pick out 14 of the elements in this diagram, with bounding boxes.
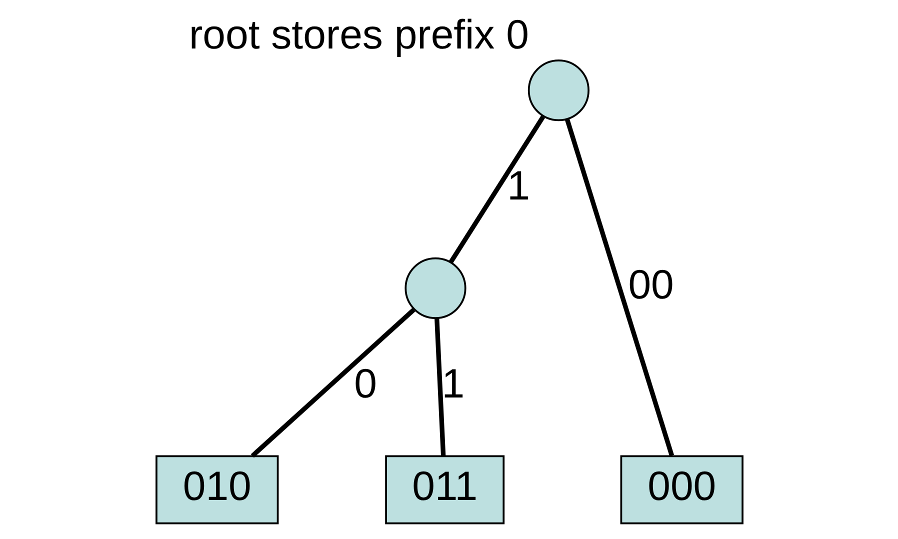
- node-box: 011: [384, 455, 504, 524]
- node-circle: [527, 60, 589, 122]
- connector: [250, 308, 415, 458]
- node-box: 010: [155, 455, 278, 524]
- connector: [564, 118, 674, 456]
- node-circle: [404, 257, 466, 319]
- node-label: root stores prefix 0: [188, 12, 528, 58]
- connector: [448, 116, 545, 264]
- edge-label: 1: [506, 162, 530, 209]
- connector: [434, 318, 446, 456]
- node-box: 000: [620, 455, 743, 524]
- edge-label: 1: [441, 360, 464, 407]
- edge-label: 0: [354, 360, 376, 407]
- edge-label: 00: [628, 262, 674, 308]
